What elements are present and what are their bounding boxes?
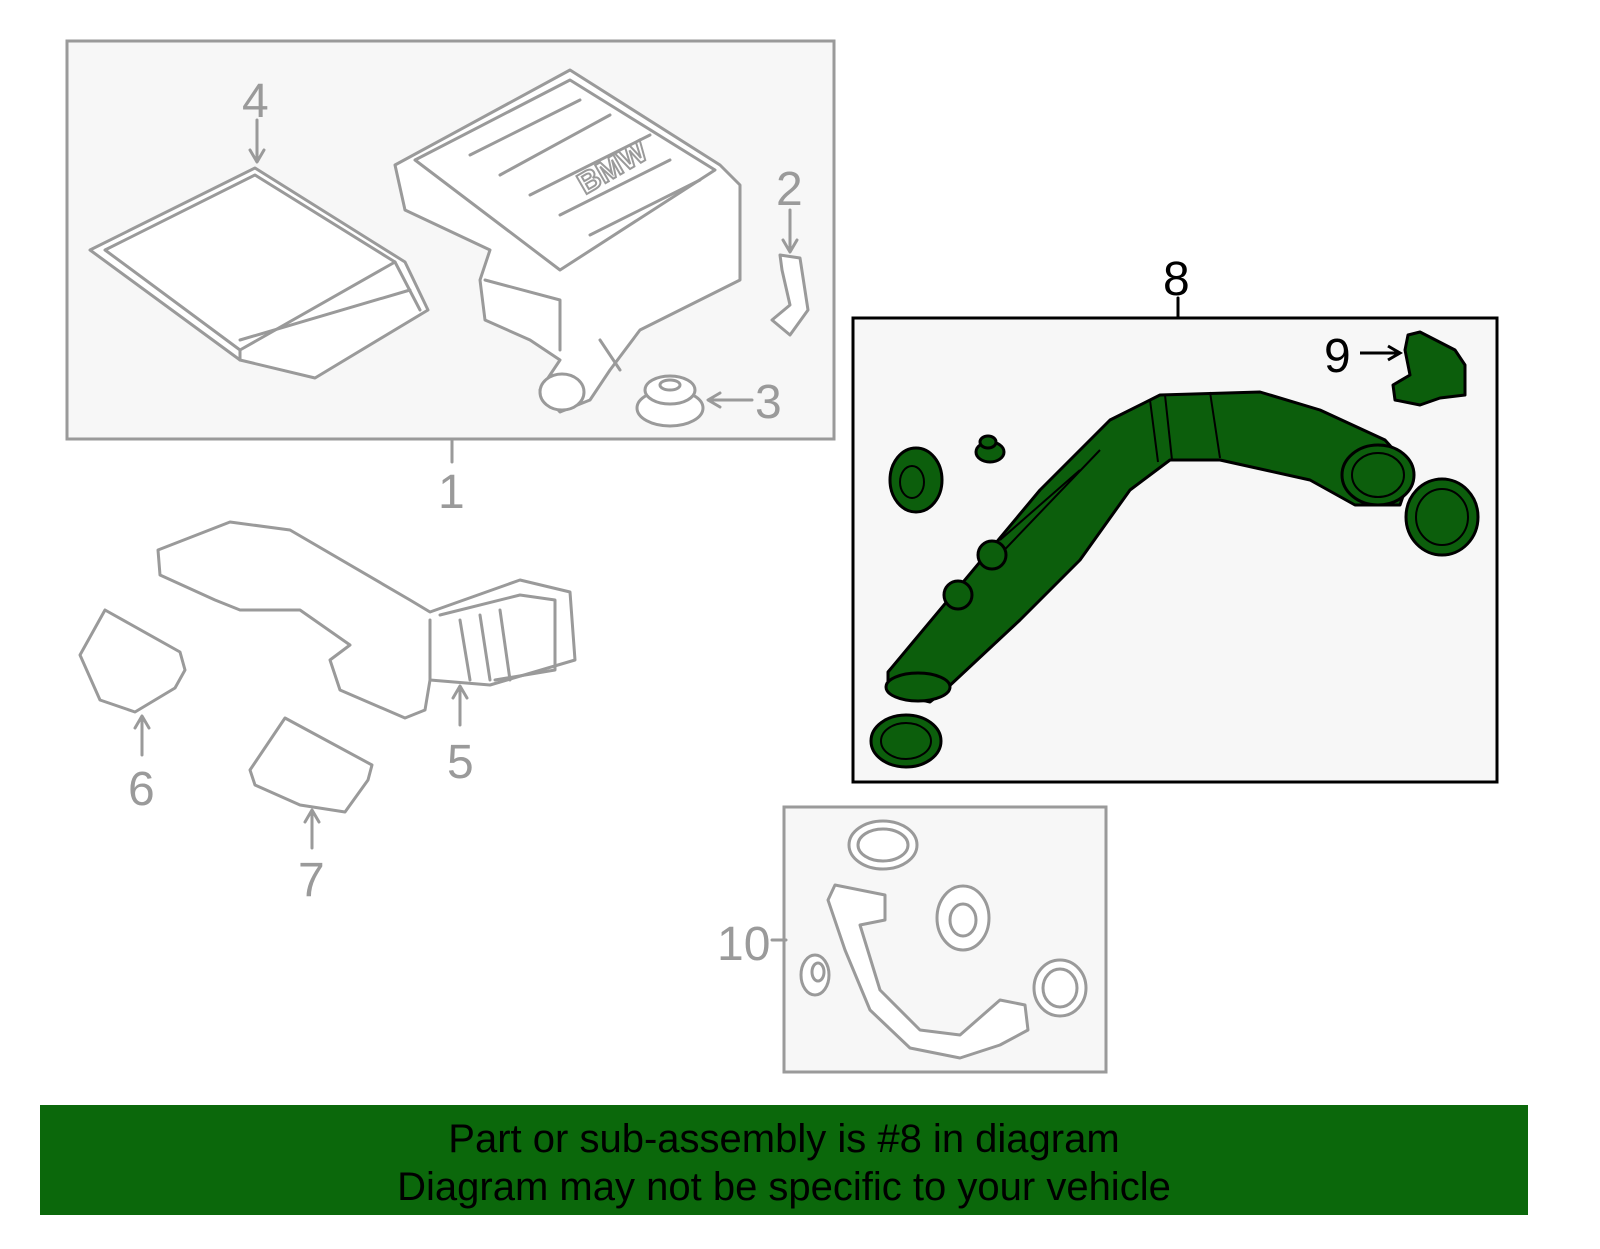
part-10-pipe-kit[interactable]: [799, 819, 1088, 1060]
callout-9[interactable]: 9: [1324, 330, 1351, 383]
part-9-sensor[interactable]: [1391, 330, 1467, 407]
callout-10[interactable]: 10: [717, 918, 770, 971]
callout-5[interactable]: 5: [447, 736, 474, 789]
part-2-bracket[interactable]: [770, 253, 810, 337]
callout-3[interactable]: 3: [755, 376, 782, 429]
arrow-3: [706, 391, 754, 409]
part-8-intake-pipe[interactable]: [884, 390, 1416, 704]
part-7-duct-piece[interactable]: [248, 716, 374, 814]
callout-1[interactable]: 1: [438, 466, 465, 519]
callout-4[interactable]: 4: [242, 75, 269, 128]
part-8-seal-bottom[interactable]: [869, 713, 943, 769]
part-3-grommet[interactable]: [635, 374, 705, 428]
callout-8[interactable]: 8: [1163, 253, 1190, 306]
arrow-4: [248, 118, 266, 164]
part-4-air-filter[interactable]: [88, 166, 430, 380]
arrow-2: [781, 208, 799, 254]
part-5-intake-duct[interactable]: [156, 520, 577, 720]
callout-7[interactable]: 7: [298, 854, 325, 907]
banner-line-2: Diagram may not be specific to your vehi…: [397, 1165, 1171, 1209]
part-1-air-cleaner-housing[interactable]: BMW: [393, 68, 742, 414]
callout-6[interactable]: 6: [128, 763, 155, 816]
callout-2[interactable]: 2: [776, 163, 803, 216]
part-6-duct-piece[interactable]: [78, 608, 187, 714]
info-banner: Part or sub-assembly is #8 in diagram Di…: [40, 1105, 1528, 1215]
part-8-clip[interactable]: [974, 434, 1006, 464]
part-8-seal-right[interactable]: [1404, 477, 1480, 557]
part-8-grommet-left[interactable]: [888, 446, 944, 514]
arrow-9: [1360, 344, 1403, 362]
banner-line-1: Part or sub-assembly is #8 in diagram: [448, 1117, 1120, 1161]
